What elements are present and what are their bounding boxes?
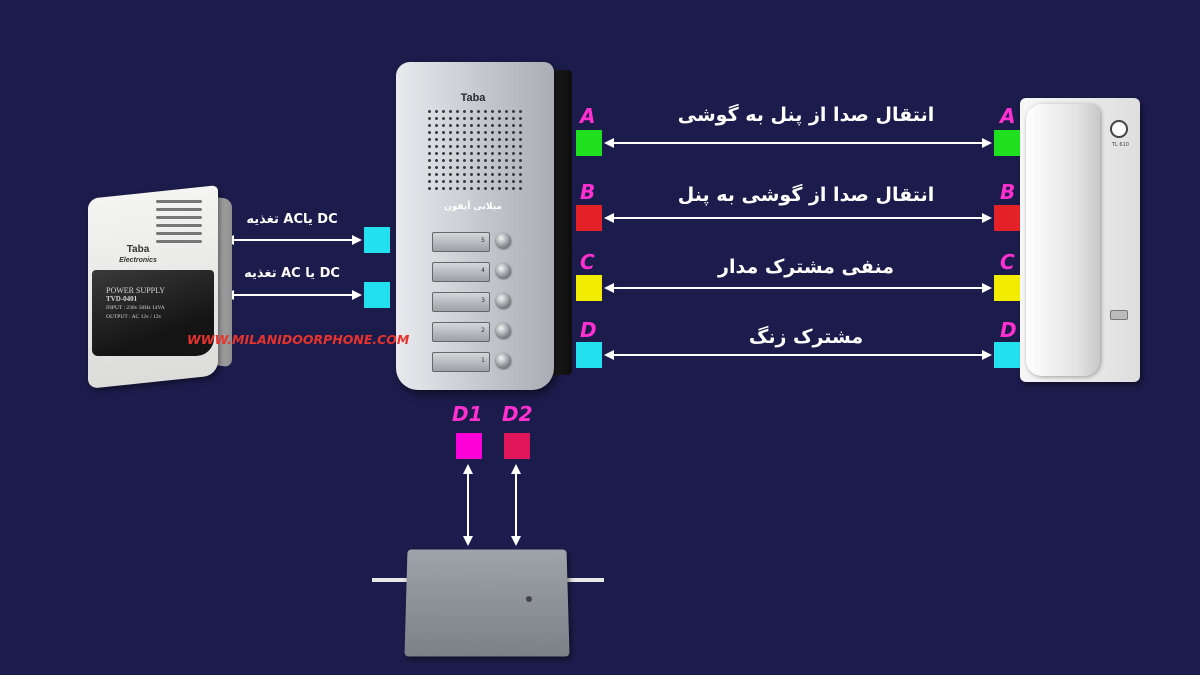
terminal-letter-panel-b: B <box>580 180 596 204</box>
label-line-c: منفی مشترک مدار <box>718 256 894 278</box>
terminal-lock-d2 <box>504 433 530 459</box>
electric-lock <box>372 548 604 658</box>
terminal-letter-lock-d2: D2 <box>502 402 533 426</box>
power-supply-brand: Taba Electronics <box>110 244 166 266</box>
power-supply-label: POWER SUPPLY TVD-0401 INPUT : 230v 50Hz … <box>106 286 202 322</box>
name-plate: 5 <box>432 232 490 252</box>
terminal-panel-c <box>576 275 602 301</box>
terminal-panel-b <box>576 205 602 231</box>
call-button[interactable] <box>496 353 511 368</box>
power-supply: Taba Electronics POWER SUPPLY TVD-0401 I… <box>80 185 232 389</box>
terminal-letter-handset-b: B <box>1000 180 1016 204</box>
call-row-5: 5 <box>432 230 544 260</box>
screw-icon <box>525 596 532 602</box>
terminal-letter-handset-d: D <box>1000 318 1017 342</box>
name-plate: 1 <box>432 352 490 372</box>
handset-model: TL 610 <box>1112 142 1129 148</box>
call-button-list: 5 4 3 2 1 <box>432 230 544 380</box>
terminal-supply-1 <box>364 227 390 253</box>
name-plate: 2 <box>432 322 490 342</box>
lock-box <box>404 549 570 657</box>
label-line-d: مشترک زنگ <box>748 326 864 348</box>
terminal-handset-d <box>994 342 1020 368</box>
power-supply-brand-sub: Electronics <box>119 257 157 264</box>
call-number: 2 <box>481 327 485 334</box>
handset-receiver <box>1026 104 1100 376</box>
power-supply-vents <box>156 200 202 248</box>
call-button[interactable] <box>496 263 511 278</box>
name-plate: 4 <box>432 262 490 282</box>
call-number: 1 <box>481 357 485 364</box>
power-supply-output: OUTPUT : AC 12v / 12v <box>106 314 162 320</box>
terminal-lock-d1 <box>456 433 482 459</box>
call-button[interactable] <box>496 293 511 308</box>
power-supply-title: POWER SUPPLY <box>106 286 165 295</box>
power-supply-brand-name: Taba <box>126 244 150 255</box>
label-line-b: انتقال صدا از گوشی به پنل <box>677 184 935 206</box>
label-supply-2: DC یا AC تغذیه <box>244 266 340 281</box>
terminal-letter-lock-d1: D1 <box>452 402 483 426</box>
terminal-letter-panel-a: A <box>580 104 596 128</box>
terminal-handset-b <box>994 205 1020 231</box>
call-row-1: 1 <box>432 350 544 380</box>
terminal-handset-a <box>994 130 1020 156</box>
door-panel: Taba میلانی آیفون 5 4 3 2 1 <box>396 62 574 392</box>
terminal-supply-2 <box>364 282 390 308</box>
intercom-handset: TL 610 <box>1020 98 1150 383</box>
terminal-letter-handset-c: C <box>1000 250 1015 274</box>
label-supply-1: DC یاAC تغذیه <box>246 212 338 227</box>
power-supply-input: INPUT : 230v 50Hz 14VA <box>106 305 165 311</box>
call-number: 4 <box>481 267 485 274</box>
call-button[interactable] <box>496 233 511 248</box>
call-row-4: 4 <box>432 260 544 290</box>
call-row-3: 3 <box>432 290 544 320</box>
power-supply-model: TVD-0401 <box>106 295 138 303</box>
terminal-panel-d <box>576 342 602 368</box>
website-url: WWW.MILANIDOORPHONE.COM <box>187 332 410 347</box>
door-panel-shop-name: میلانی آیفون <box>444 202 502 212</box>
call-number: 5 <box>481 237 485 244</box>
handset-logo-icon <box>1110 120 1128 138</box>
power-supply-panel: POWER SUPPLY TVD-0401 INPUT : 230v 50Hz … <box>92 270 214 356</box>
label-line-a: انتقال صدا از پنل به گوشی <box>677 104 935 126</box>
terminal-letter-handset-a: A <box>1000 104 1016 128</box>
terminal-letter-panel-d: D <box>580 318 597 342</box>
terminal-letter-panel-c: C <box>580 250 595 274</box>
door-open-key-icon <box>1110 310 1128 320</box>
call-number: 3 <box>481 297 485 304</box>
door-panel-brand: Taba <box>460 92 486 104</box>
speaker-grill <box>426 108 522 194</box>
terminal-panel-a <box>576 130 602 156</box>
name-plate: 3 <box>432 292 490 312</box>
terminal-handset-c <box>994 275 1020 301</box>
call-button[interactable] <box>496 323 511 338</box>
call-row-2: 2 <box>432 320 544 350</box>
